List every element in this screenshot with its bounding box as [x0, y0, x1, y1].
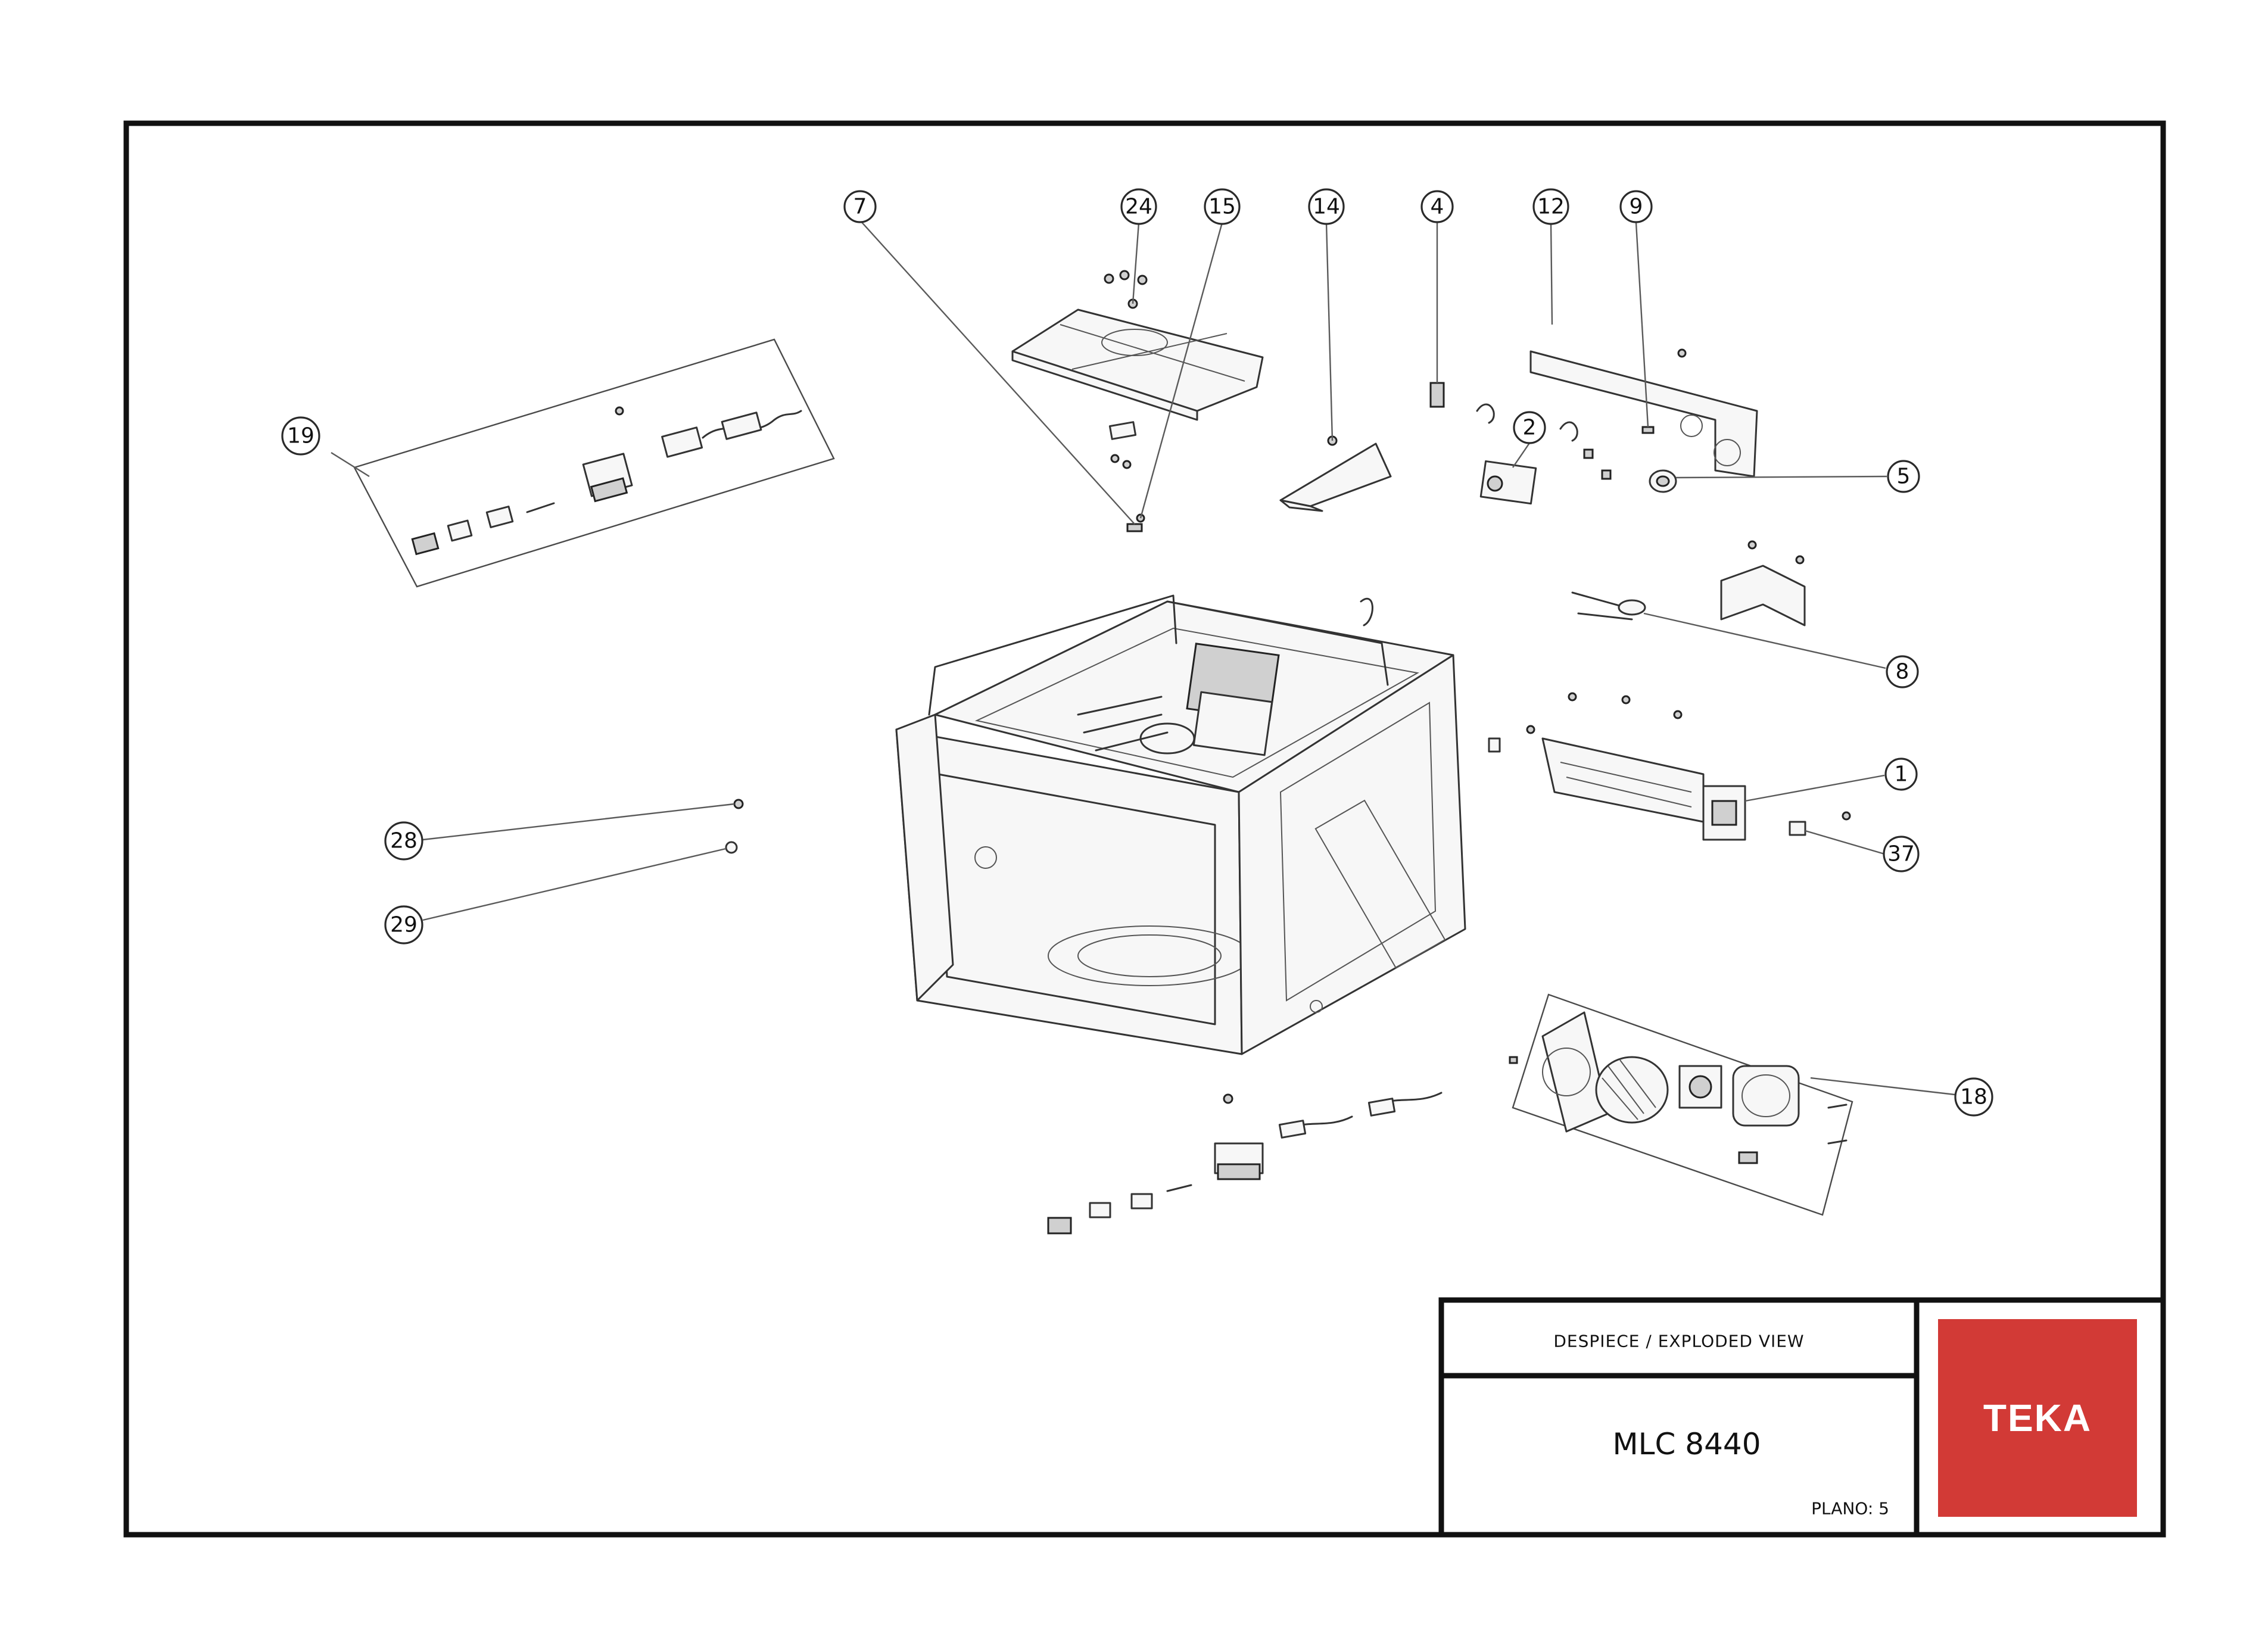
callout-37: 37	[1883, 836, 1920, 872]
bottom-switch-group	[1047, 1092, 1443, 1235]
callout-28: 28	[384, 821, 423, 861]
svg-text:24: 24	[1125, 195, 1152, 219]
part-5-knob	[1649, 469, 1677, 493]
callout-12: 12	[1532, 188, 1569, 225]
part-group-19-switch-assembly	[353, 338, 835, 588]
callout-19: 19	[281, 416, 320, 456]
svg-text:37: 37	[1887, 842, 1915, 866]
title-block-model: MLC 8440	[1612, 1427, 1761, 1461]
part-group-24-top-cover	[1011, 270, 1264, 532]
part-1-tangential-fan	[1488, 692, 1746, 841]
callout-1: 1	[1884, 758, 1918, 791]
part-cover-bracket	[1720, 540, 1806, 626]
svg-text:4: 4	[1431, 195, 1444, 219]
part-8-lamp	[1571, 591, 1646, 621]
svg-text:15: 15	[1208, 195, 1236, 219]
leader-lines	[331, 220, 1955, 1096]
part-4-sensor	[1429, 382, 1445, 408]
callout-18: 18	[1954, 1077, 1993, 1117]
title-block-header: DESPIECE / EXPLODED VIEW	[1553, 1332, 1804, 1351]
part-28-screw	[733, 799, 744, 809]
svg-text:2: 2	[1523, 416, 1537, 440]
part-clip	[1360, 597, 1373, 626]
svg-text:8: 8	[1896, 660, 1909, 684]
svg-text:5: 5	[1897, 465, 1911, 489]
svg-text:1: 1	[1895, 762, 1908, 787]
callout-5: 5	[1887, 460, 1920, 493]
callout-24: 24	[1120, 188, 1157, 225]
part-12-bracket	[1529, 348, 1758, 478]
svg-text:7: 7	[853, 195, 867, 219]
drawing-frame	[123, 120, 2166, 1538]
part-37-clip	[1789, 811, 1851, 836]
callout-9: 9	[1619, 190, 1653, 223]
callout-29: 29	[384, 905, 423, 945]
oven-chassis	[895, 594, 1466, 1055]
brand-logo-text: TEKA	[1983, 1397, 2092, 1439]
part-14-deflector	[1279, 435, 1392, 512]
svg-text:9: 9	[1630, 195, 1643, 219]
callout-14: 14	[1308, 188, 1345, 225]
callout-2: 2	[1513, 411, 1546, 444]
title-block: DESPIECE / EXPLODED VIEW MLC 8440 PLANO:…	[1438, 1297, 2166, 1538]
svg-text:12: 12	[1537, 195, 1565, 219]
part-29-nut	[725, 841, 738, 854]
svg-text:19: 19	[287, 424, 314, 448]
svg-text:14: 14	[1313, 195, 1340, 219]
callout-15: 15	[1204, 188, 1241, 225]
callout-4: 4	[1420, 190, 1454, 223]
callout-7: 7	[843, 190, 877, 223]
svg-text:18: 18	[1960, 1085, 1987, 1109]
brand-logo-box	[1938, 1319, 2137, 1517]
svg-text:28: 28	[390, 829, 418, 853]
part-group-18-convection-motor	[1509, 993, 1853, 1216]
part-2-thermostat	[1476, 403, 1655, 505]
callout-8: 8	[1886, 655, 1919, 688]
title-block-sheet-number: PLANO: 5	[1811, 1499, 1889, 1519]
svg-text:29: 29	[390, 913, 418, 937]
